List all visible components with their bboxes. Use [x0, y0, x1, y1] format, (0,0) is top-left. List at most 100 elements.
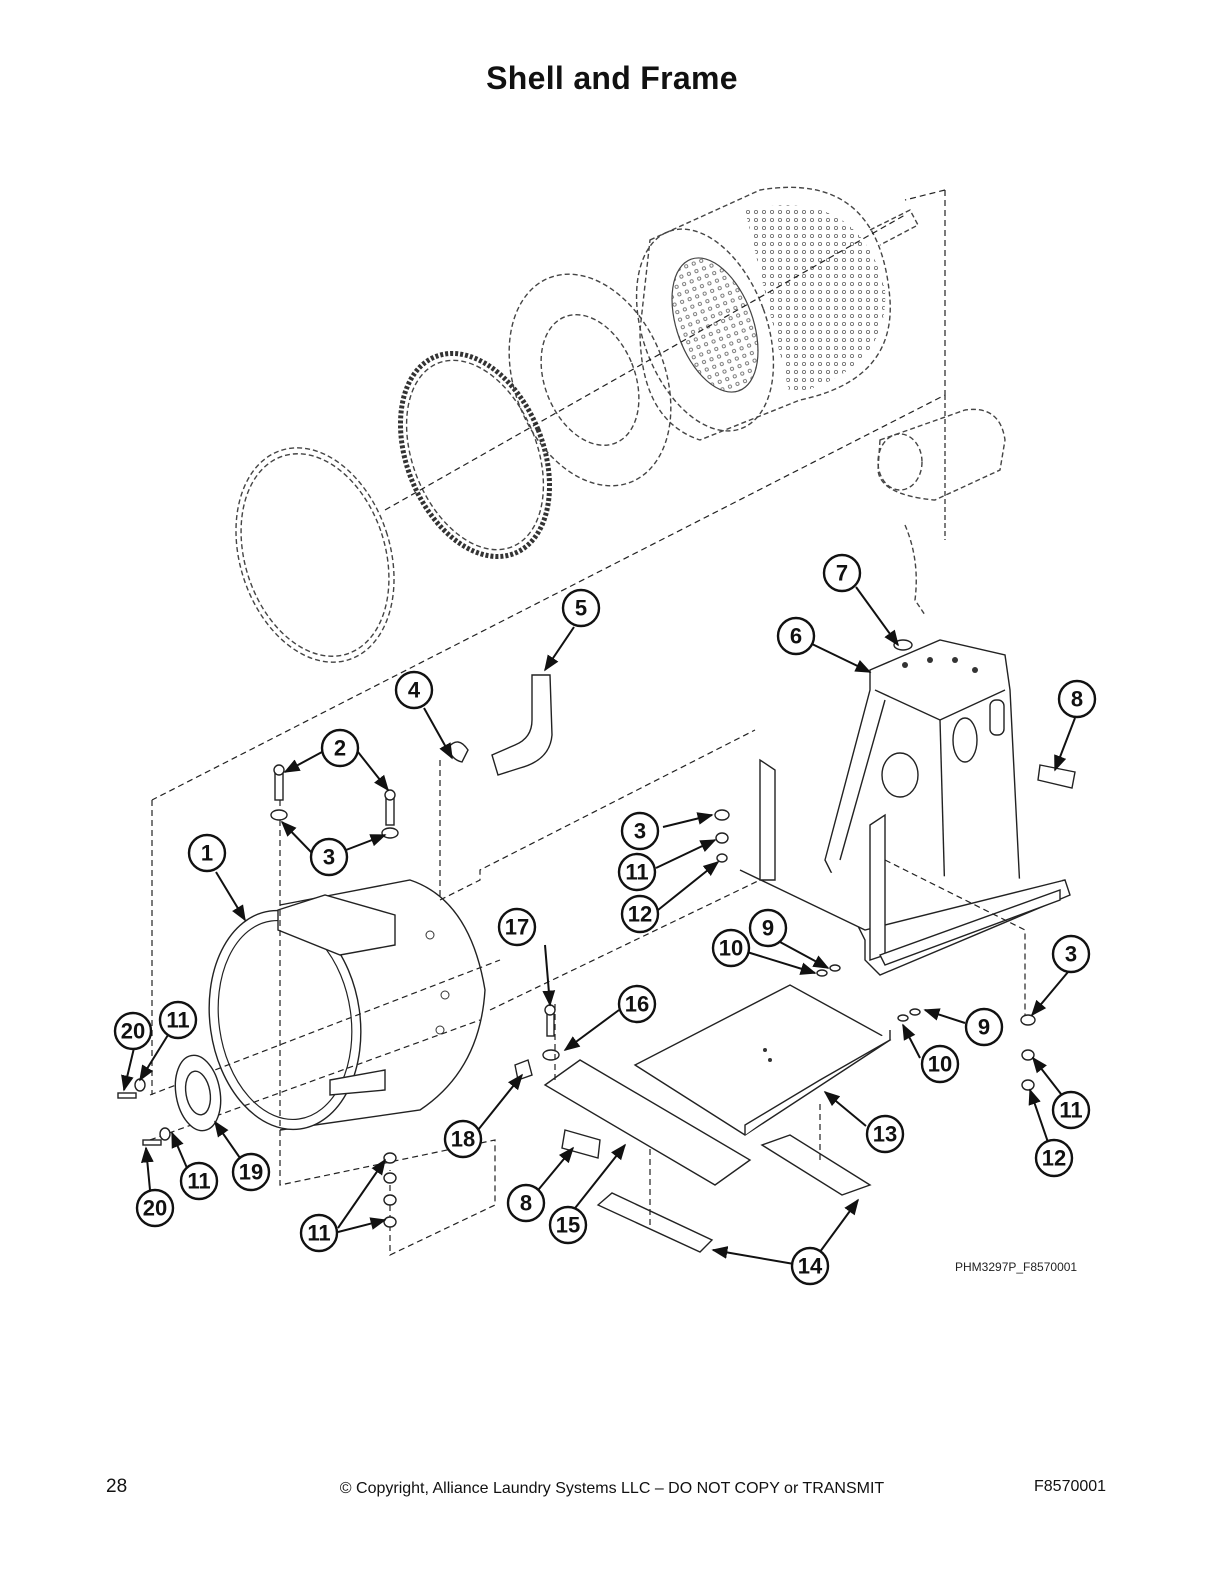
svg-text:3: 3 [634, 819, 646, 844]
svg-text:12: 12 [628, 902, 652, 927]
assembly-line-frame-right [884, 859, 1026, 1015]
svg-text:11: 11 [625, 860, 648, 885]
callout-6: 6 [776, 616, 816, 656]
svg-text:8: 8 [1071, 687, 1083, 712]
svg-text:7: 7 [836, 561, 848, 586]
fastener-part-9-10 [816, 964, 921, 1022]
callout-1: 1 [187, 833, 227, 873]
svg-text:9: 9 [762, 916, 774, 941]
diagram-reference-code: PHM3297P_F8570001 [955, 1260, 1077, 1274]
svg-text:13: 13 [873, 1122, 897, 1147]
svg-text:20: 20 [121, 1019, 145, 1044]
svg-text:8: 8 [520, 1191, 532, 1216]
svg-text:5: 5 [575, 596, 587, 621]
callout-3-shell: 3 [309, 837, 349, 877]
callout-4: 4 [394, 670, 434, 710]
svg-text:11: 11 [307, 1221, 330, 1246]
svg-text:19: 19 [239, 1160, 263, 1185]
callout-20-upper: 20 [113, 1011, 153, 1051]
callout-5: 5 [561, 588, 601, 628]
bolt-part-17 [544, 1004, 556, 1037]
callout-20-lower: 20 [135, 1188, 175, 1228]
bolt-part-2-right [384, 789, 396, 826]
fastener-part-20-lower [142, 1127, 171, 1146]
callout-11-upper: 11 [158, 1000, 198, 1040]
fastener-part-20-upper [117, 1078, 146, 1099]
clamp-part-4 [447, 741, 469, 763]
washer-part-16 [542, 1049, 560, 1061]
callout-8-right: 8 [1057, 679, 1097, 719]
callout-3-right: 3 [1051, 934, 1091, 974]
callout-8-bottom: 8 [506, 1183, 546, 1223]
hardware-stack-center [714, 809, 730, 863]
hose-part-5 [491, 674, 553, 776]
callout-19: 19 [231, 1152, 271, 1192]
leader-lines [121, 586, 1076, 1265]
svg-text:20: 20 [143, 1196, 167, 1221]
phantom-door-ring [397, 350, 553, 560]
svg-text:3: 3 [323, 845, 335, 870]
svg-text:10: 10 [928, 1052, 952, 1077]
bearing-plate-part-19 [174, 1054, 222, 1132]
callout-11-lower: 11 [179, 1161, 219, 1201]
bolt-part-2-left [273, 764, 285, 801]
rail-part-15 [543, 1059, 752, 1186]
page-title: Shell and Frame [486, 60, 738, 96]
hardware-stack-bottom [383, 1152, 397, 1228]
callout-12-right: 12 [1034, 1138, 1074, 1178]
pad-part-14-left [596, 1192, 714, 1253]
callout-11-center: 11 [617, 852, 657, 892]
callout-14: 14 [790, 1246, 830, 1286]
callout-7: 7 [822, 553, 862, 593]
pad-part-14-right [760, 1134, 872, 1196]
svg-text:18: 18 [451, 1127, 475, 1152]
svg-text:11: 11 [187, 1169, 210, 1194]
callout-11-bottom: 11 [299, 1213, 339, 1253]
base-plate-part [633, 984, 892, 1136]
frame-part [739, 639, 1071, 976]
callout-9-upper: 9 [748, 908, 788, 948]
phantom-wash-cylinder [635, 186, 919, 441]
svg-text:6: 6 [790, 624, 802, 649]
label-part-8-bottom [561, 1129, 601, 1159]
svg-text:3: 3 [1065, 942, 1077, 967]
svg-text:16: 16 [625, 992, 649, 1017]
svg-text:4: 4 [408, 678, 421, 703]
svg-text:12: 12 [1042, 1146, 1066, 1171]
phantom-boundary-upper [904, 189, 946, 201]
svg-text:11: 11 [166, 1008, 189, 1033]
phantom-door-gasket [235, 447, 395, 663]
assembly-line-hose [439, 729, 756, 901]
callout-13: 13 [865, 1114, 905, 1154]
svg-text:10: 10 [719, 936, 743, 961]
svg-text:11: 11 [1059, 1098, 1082, 1123]
assembly-line-shell-2 [279, 780, 496, 1256]
svg-text:9: 9 [978, 1015, 990, 1040]
callout-15: 15 [548, 1205, 588, 1245]
svg-text:14: 14 [798, 1254, 823, 1279]
callout-18: 18 [443, 1119, 483, 1159]
page-number: 28 [106, 1476, 128, 1497]
svg-text:1: 1 [201, 841, 213, 866]
callout-12-center: 12 [620, 894, 660, 934]
washer-part-3-left [270, 809, 288, 821]
document-number: F8570001 [1034, 1478, 1107, 1495]
phantom-front-plate [508, 273, 672, 487]
shell-part [208, 879, 486, 1131]
callout-9-lower: 9 [964, 1007, 1004, 1047]
callout-3-center: 3 [620, 811, 660, 851]
bracket-part-18 [514, 1059, 533, 1081]
svg-text:17: 17 [505, 915, 529, 940]
svg-text:15: 15 [556, 1213, 580, 1238]
svg-text:2: 2 [334, 736, 346, 761]
copyright-notice: © Copyright, Alliance Laundry Systems LL… [339, 1480, 885, 1497]
callout-11-right: 11 [1051, 1090, 1091, 1130]
callout-10-upper: 10 [711, 928, 751, 968]
hardware-stack-right [1020, 1014, 1036, 1091]
washer-part-3-right [381, 827, 399, 839]
callout-2: 2 [320, 728, 360, 768]
phantom-bearing-housing [877, 395, 1006, 616]
callout-16: 16 [617, 984, 657, 1024]
callout-17: 17 [497, 907, 537, 947]
